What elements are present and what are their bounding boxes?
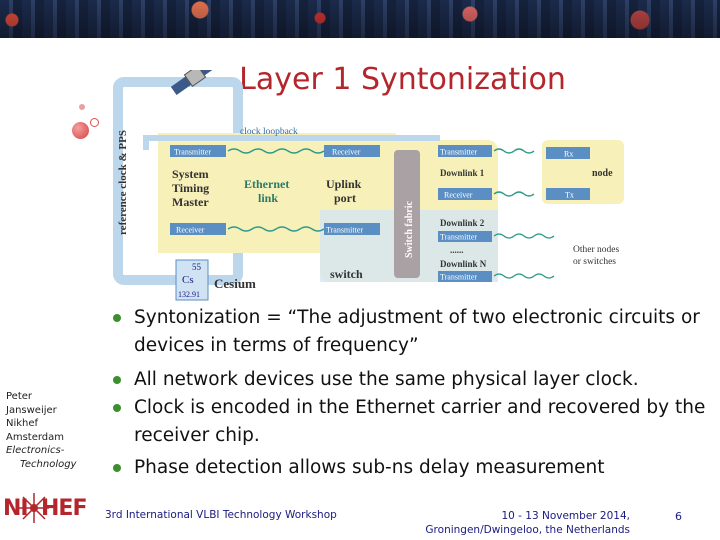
system-timing-master-line3: Master [172,195,209,209]
header-banner [0,0,720,38]
cesium-number: 55 [192,262,202,272]
decor-bubble [90,118,99,127]
downlinkN-transmitter-label: Transmitter [440,273,477,282]
other-nodes-line1: Other nodes [573,245,619,255]
bullet-item: All network devices use the same physica… [110,366,710,394]
downlink-dots: ...... [450,245,464,255]
bullet-item: Phase detection allows sub-ns delay meas… [110,454,710,482]
bullet-item: Syntonization = “The adjustment of two e… [110,304,710,363]
downlink1-transmitter-label: Transmitter [440,148,477,157]
ethernet-link-line1: Ethernet [244,177,289,191]
nikhef-star-icon [19,493,49,523]
downlinkN-wave [493,273,555,279]
bullet-text: All network devices use the same physica… [134,369,639,390]
logo-text-right: HEF [41,496,87,521]
link-wave-bottom [227,226,325,232]
downlink1-receiver-box [438,188,492,200]
satellite-icon [170,70,220,96]
clock-loopback-label: clock loopback [240,127,298,137]
uplink-port-line1: Uplink [326,177,362,191]
downlink1-return-wave [493,191,535,197]
downlink2-transmitter-box [438,231,492,242]
author-block: Peter Jansweijer Nikhef Amsterdam Electr… [6,390,101,471]
node-rx-label: Rx [564,150,573,159]
reference-clock-label: reference clock & PPS [117,130,129,235]
uplink-port-line2: port [334,191,356,205]
downlink1-label: Downlink 1 [440,168,485,178]
link-wave-top [227,148,325,154]
bullet-dot-icon [113,464,121,472]
author-line: Nikhef [6,418,39,429]
switch-label: switch [330,267,363,281]
bullet-list: Syntonization = “The adjustment of two e… [110,304,710,482]
cesium-element-icon: 55 Cs 132.91 [175,259,209,301]
author-line: Amsterdam [6,431,65,443]
footer-workshop: 3rd International VLBI Technology Worksh… [105,509,337,521]
switch-fabric-label: Switch fabric [404,201,415,259]
author-line: Technology [20,458,77,470]
system-timing-master-line1: System [172,167,209,181]
node-label: node [592,168,613,179]
downlink1-receiver-label: Receiver [444,191,473,200]
clock-loopback-line [143,135,440,150]
bullet-text: Syntonization = “The adjustment of two e… [134,307,700,356]
uplink-receiver-label: Receiver [332,148,361,157]
downlink2-wave [493,233,555,239]
bullet-dot-icon [113,376,121,384]
bullet-text: Clock is encoded in the Ethernet carrier… [134,397,706,446]
node-tx-label: Tx [565,191,574,200]
master-transmitter-label: Transmitter [174,148,211,157]
author-line: Jansweijer [6,404,57,416]
bullet-item: Clock is encoded in the Ethernet carrier… [110,394,710,450]
master-receiver-label: Receiver [176,226,205,235]
uplink-transmitter-box [324,223,380,235]
decor-bubble [72,122,89,139]
node-tx-box [546,188,590,200]
switch-fabric-box [394,150,420,278]
cesium-symbol: Cs [182,274,194,286]
system-timing-master-line2: Timing [172,181,209,195]
uplink-receiver-box [324,145,380,157]
other-nodes-line2: or switches [573,257,616,267]
downlinkN-transmitter-box [438,271,492,282]
syntonization-diagram: reference clock & PPS clock loopback Tra… [113,70,624,301]
ethernet-link-line2: link [258,191,278,205]
bullet-dot-icon [113,314,121,322]
author-line: Electronics- [6,445,65,456]
page-number: 6 [675,510,682,523]
decor-bubble [79,104,85,110]
slide-title: Layer 1 Syntonization [239,62,566,97]
footer-place: Groningen/Dwingeloo, the Netherlands [425,524,630,536]
footer-date: 10 - 13 November 2014, [501,510,630,522]
footer-date-place: 10 - 13 November 2014, Groningen/Dwingel… [420,509,630,537]
downlink1-transmitter-box [438,145,492,157]
downlinkN-label: Downlink N [440,259,487,269]
cesium-mass: 132.91 [178,290,200,299]
downlink2-transmitter-label: Transmitter [440,233,477,242]
downlink2-label: Downlink 2 [440,218,485,228]
nikhef-logo: NI HEF [3,493,87,524]
master-transmitter-box [170,145,226,157]
downlink1-wave [493,148,535,154]
cesium-label: Cesium [214,276,256,291]
author-line: Peter [6,391,33,402]
bullet-dot-icon [113,404,121,412]
master-receiver-box [170,223,226,235]
node-rx-box [546,147,590,159]
bullet-text: Phase detection allows sub-ns delay meas… [134,457,605,478]
uplink-transmitter-label: Transmitter [326,226,363,235]
